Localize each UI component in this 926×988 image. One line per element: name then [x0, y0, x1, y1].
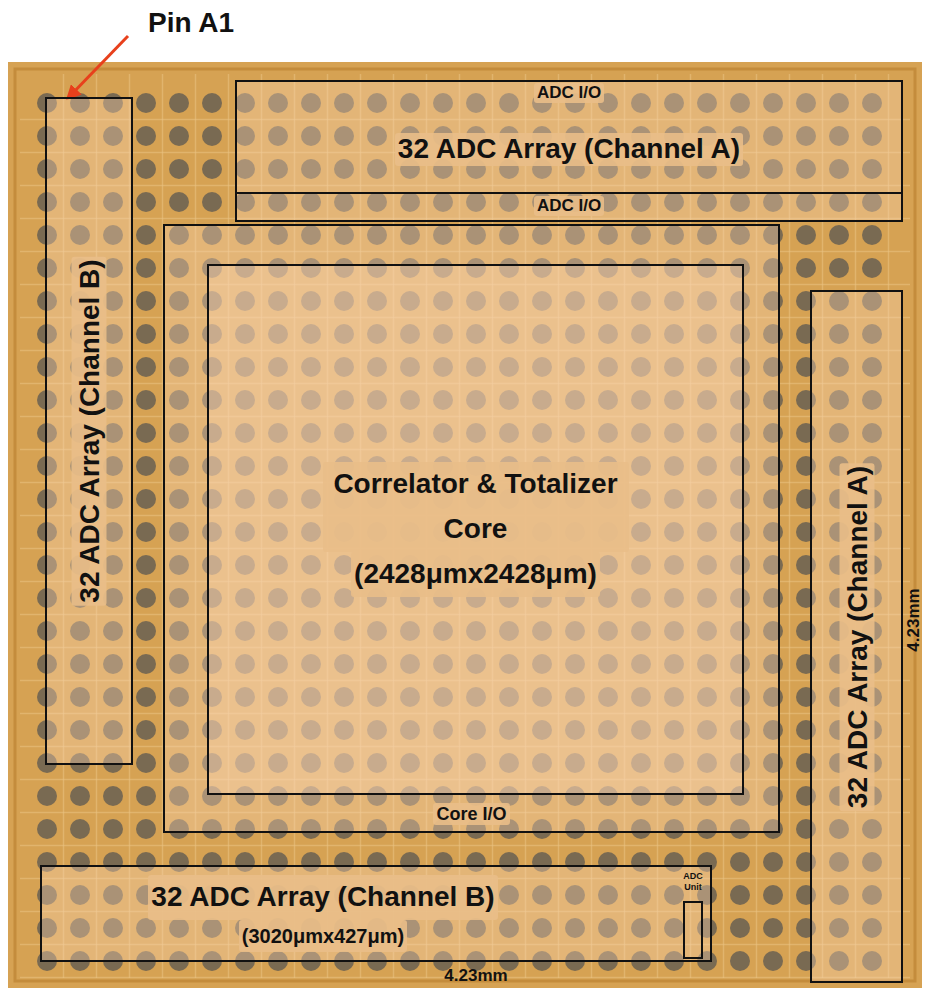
solder-bump	[136, 654, 156, 674]
cell-label: ADC Unit	[676, 871, 710, 893]
solder-bump	[763, 885, 783, 905]
solder-bump	[730, 951, 750, 971]
solder-bump	[136, 324, 156, 344]
solder-bump	[169, 93, 189, 113]
core-io-ring: Correlator & Totalizer Core(2428μmx2428μ…	[163, 224, 780, 833]
solder-bump	[169, 192, 189, 212]
solder-bump	[136, 423, 156, 443]
solder-bump	[136, 225, 156, 245]
dimension-label: 4.23mm	[905, 588, 924, 651]
solder-bump	[796, 225, 816, 245]
block-dimension: (2428μmx2428μm)	[351, 552, 600, 597]
block-label: Correlator & Totalizer Core	[323, 462, 629, 552]
solder-bump	[70, 819, 90, 839]
solder-bump	[136, 126, 156, 146]
bump-array	[37, 93, 882, 971]
solder-bump	[763, 951, 783, 971]
solder-bump	[136, 522, 156, 542]
solder-bump	[136, 786, 156, 806]
leader-arrow	[68, 36, 128, 98]
solder-bump	[136, 192, 156, 212]
solder-bump	[862, 225, 882, 245]
wire-trace	[20, 845, 910, 847]
solder-bump	[763, 918, 783, 938]
solder-bump	[70, 786, 90, 806]
solder-bump	[202, 93, 222, 113]
adc-array-box: ADC Unit 32 ADC Array (Channel B)(3020μmx…	[40, 865, 712, 962]
solder-bump	[202, 159, 222, 179]
solder-bump	[202, 192, 222, 212]
solder-bump	[730, 852, 750, 872]
solder-bump	[136, 687, 156, 707]
adc-array-box: ADC I/O 32 ADC Array (Channel A) ADC I/O	[235, 80, 903, 222]
solder-bump	[136, 555, 156, 575]
die-substrate	[8, 62, 922, 988]
block-label: 32 ADC Array (Channel A)	[395, 133, 743, 165]
seal-ring	[15, 69, 915, 981]
solder-bump	[37, 819, 57, 839]
solder-bump	[169, 126, 189, 146]
adc-array-box: 32 ADC Array (Channel A)	[810, 290, 903, 983]
solder-bump	[136, 291, 156, 311]
solder-bump	[103, 819, 123, 839]
solder-bump	[103, 786, 123, 806]
solder-bump	[37, 786, 57, 806]
solder-bump	[136, 159, 156, 179]
solder-bump	[730, 918, 750, 938]
dimension-label: 4.23mm	[444, 967, 507, 986]
solder-bump	[136, 456, 156, 476]
block-label: 32 ADC Array (Channel A)	[839, 462, 874, 810]
solder-bump	[862, 258, 882, 278]
adc-unit-cell: ADC Unit	[676, 871, 710, 959]
block-label: ADC I/O	[534, 83, 604, 103]
solder-bump	[136, 621, 156, 641]
solder-bump	[136, 720, 156, 740]
solder-bump	[763, 852, 783, 872]
block-label: Core I/O	[433, 803, 509, 826]
solder-bump	[136, 753, 156, 773]
solder-bump	[136, 357, 156, 377]
solder-bump	[829, 258, 849, 278]
block-label: 32 ADC Array (Channel B)	[72, 256, 107, 605]
block-label: ADC I/O	[534, 196, 604, 216]
pin-label: Pin A1	[148, 8, 234, 39]
solder-bump	[136, 588, 156, 608]
adc-array-box: 32 ADC Array (Channel B)	[45, 97, 133, 765]
solder-bump	[796, 258, 816, 278]
solder-bump	[136, 819, 156, 839]
adc-unit-outline	[683, 901, 703, 959]
solder-bump	[202, 126, 222, 146]
block-dimension: (3020μmx427μm)	[239, 920, 407, 952]
solder-bump	[169, 159, 189, 179]
solder-bump	[829, 225, 849, 245]
core-block: Correlator & Totalizer Core(2428μmx2428μ…	[207, 264, 744, 795]
solder-bump	[136, 93, 156, 113]
solder-bump	[136, 390, 156, 410]
solder-bump	[730, 885, 750, 905]
wiring-pattern	[20, 74, 910, 978]
block-label: 32 ADC Array (Channel B)	[148, 875, 497, 920]
io-divider	[237, 192, 901, 194]
solder-bump	[136, 258, 156, 278]
solder-bump	[136, 489, 156, 509]
